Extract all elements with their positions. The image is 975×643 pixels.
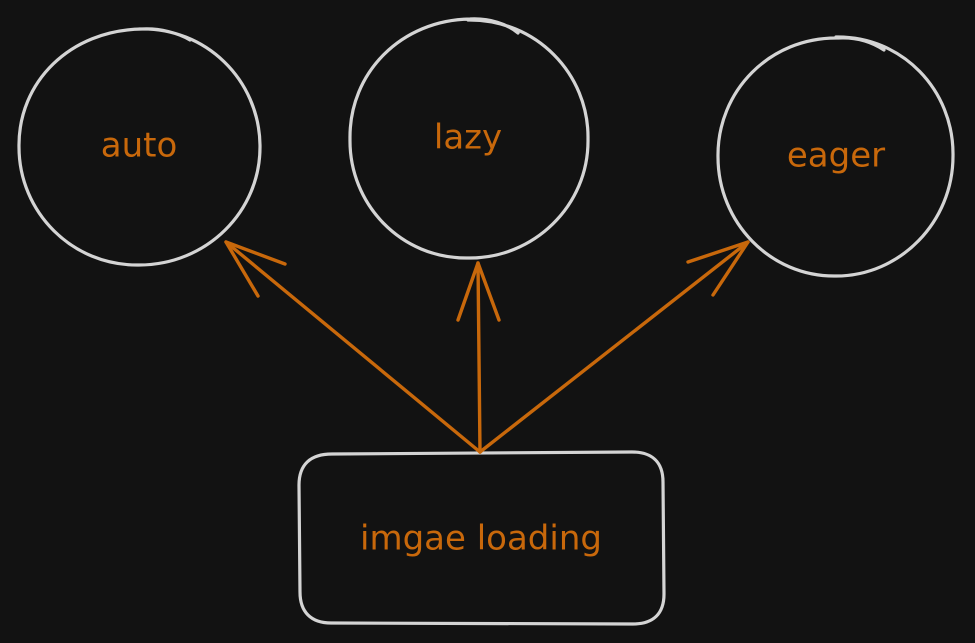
node-eager[interactable]: eager bbox=[716, 35, 955, 278]
arrow-to-auto-shaft bbox=[224, 240, 482, 454]
arrow-to-lazy-shaft bbox=[476, 261, 482, 454]
node-image-loading-outline bbox=[297, 450, 666, 626]
node-image-loading-label: imgae loading bbox=[360, 519, 602, 559]
node-auto-outline bbox=[17, 27, 262, 267]
arrow-to-auto bbox=[224, 240, 482, 454]
node-lazy[interactable]: lazy bbox=[348, 17, 590, 260]
node-auto[interactable]: auto bbox=[17, 27, 262, 267]
arrow-to-eager-head bbox=[686, 240, 750, 297]
node-auto-label: auto bbox=[101, 126, 178, 166]
arrow-to-eager bbox=[478, 240, 750, 454]
arrow-to-lazy-head bbox=[456, 261, 501, 322]
node-lazy-outline bbox=[348, 17, 590, 260]
arrow-to-lazy bbox=[456, 261, 501, 454]
arrow-to-eager-shaft bbox=[478, 240, 750, 454]
node-eager-label: eager bbox=[787, 136, 885, 176]
arrow-to-auto-head bbox=[224, 240, 287, 298]
node-lazy-label: lazy bbox=[434, 118, 502, 158]
node-eager-outline bbox=[716, 35, 955, 278]
node-image-loading[interactable]: imgae loading bbox=[297, 450, 666, 626]
